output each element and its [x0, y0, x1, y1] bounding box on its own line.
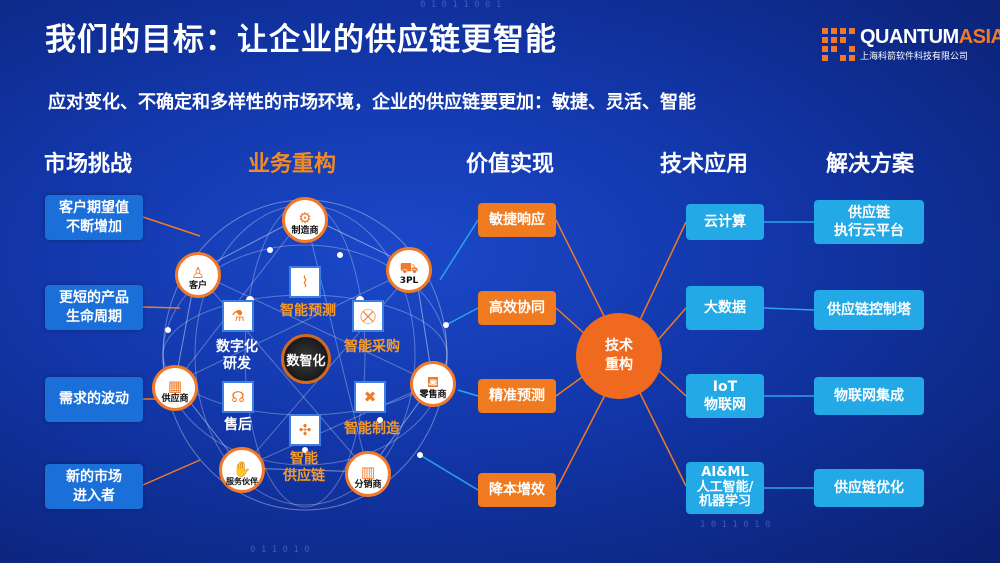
solution-box: 供应链控制塔	[814, 290, 924, 330]
tools-icon: ✖	[354, 381, 386, 413]
node-distributor: ▥ 分销商	[345, 451, 391, 497]
column-header-tech: 技术应用	[660, 152, 749, 177]
solution-box: 供应链优化	[814, 469, 924, 507]
tech-box: IoT 物联网	[686, 374, 764, 418]
challenge-box: 客户期望值 不断增加	[45, 195, 143, 240]
tech-restructure-hub: 技术 重构	[576, 313, 662, 399]
logo-grid-icon	[822, 28, 855, 61]
value-box: 精准预测	[478, 379, 556, 413]
headset-icon: ☊	[222, 381, 254, 413]
node-manufacturer: ⚙ 制造商	[282, 197, 328, 243]
network-icon: ✣	[289, 414, 321, 446]
challenge-box: 更短的产品 生命周期	[45, 285, 143, 330]
page-title: 我们的目标：让企业的供应链更智能	[45, 22, 557, 58]
handshake-icon: ✋	[232, 460, 252, 478]
tech-box: AI&ML 人工智能/ 机器学习	[686, 462, 764, 514]
value-box: 降本增效	[478, 473, 556, 507]
binary-decoration: 1 0 1 1 0 1 0	[700, 520, 771, 530]
value-box: 高效协同	[478, 291, 556, 325]
flask-icon: ⚗	[222, 300, 254, 332]
solution-box: 物联网集成	[814, 377, 924, 415]
column-header-value: 价值实现	[466, 152, 555, 177]
label-smart-manufacturing: 智能制造	[344, 421, 400, 437]
center-digital-intelligence: 数智化	[281, 334, 331, 384]
warehouse-icon: ▥	[360, 463, 376, 481]
trend-icon: ⌇	[289, 266, 321, 298]
challenge-box: 新的市场 进入者	[45, 464, 143, 509]
node-3pl: ⛟ 3PL	[386, 247, 432, 293]
logo-wordmark: QUANTUMASIA	[860, 26, 1000, 48]
label-smart-supply-chain: 智能 供应链	[283, 451, 325, 484]
node-supplier: ▦ 供应商	[152, 365, 198, 411]
column-header-restructure: 业务重构	[248, 152, 337, 177]
basket-icon: ⛾	[426, 373, 440, 391]
building-icon: ▦	[167, 377, 183, 395]
challenge-box: 需求的波动	[45, 377, 143, 422]
factory-icon: ⚙	[298, 209, 312, 227]
solution-box: 供应链 执行云平台	[814, 200, 924, 244]
node-service-partner: ✋ 服务伙伴	[219, 447, 265, 493]
binary-decoration: 0 1 1 0 1 0	[250, 545, 310, 555]
subtitle: 应对变化、不确定和多样性的市场环境，企业的供应链要更加：敏捷、灵活、智能	[48, 92, 696, 113]
label-after-sales: 售后	[224, 417, 252, 433]
label-smart-procurement: 智能采购	[344, 339, 400, 355]
column-header-solutions: 解决方案	[826, 152, 915, 177]
label-digital-rd: 数字化 研发	[216, 339, 258, 372]
binary-decoration: 0 1 0 1 1 0 0 1	[420, 0, 502, 10]
node-customer: ♙ 客户	[175, 252, 221, 298]
truck-icon: ⛟	[399, 259, 419, 277]
tech-box: 云计算	[686, 204, 764, 240]
value-box: 敏捷响应	[478, 203, 556, 237]
node-retailer: ⛾ 零售商	[410, 361, 456, 407]
person-icon: ♙	[191, 264, 205, 282]
label-smart-forecast: 智能预测	[280, 303, 336, 319]
tech-box: 大数据	[686, 286, 764, 330]
column-header-challenges: 市场挑战	[44, 152, 133, 177]
logo-company-name: 上海科箭软件科技有限公司	[860, 52, 969, 62]
cart-icon: ⛒	[352, 300, 384, 332]
